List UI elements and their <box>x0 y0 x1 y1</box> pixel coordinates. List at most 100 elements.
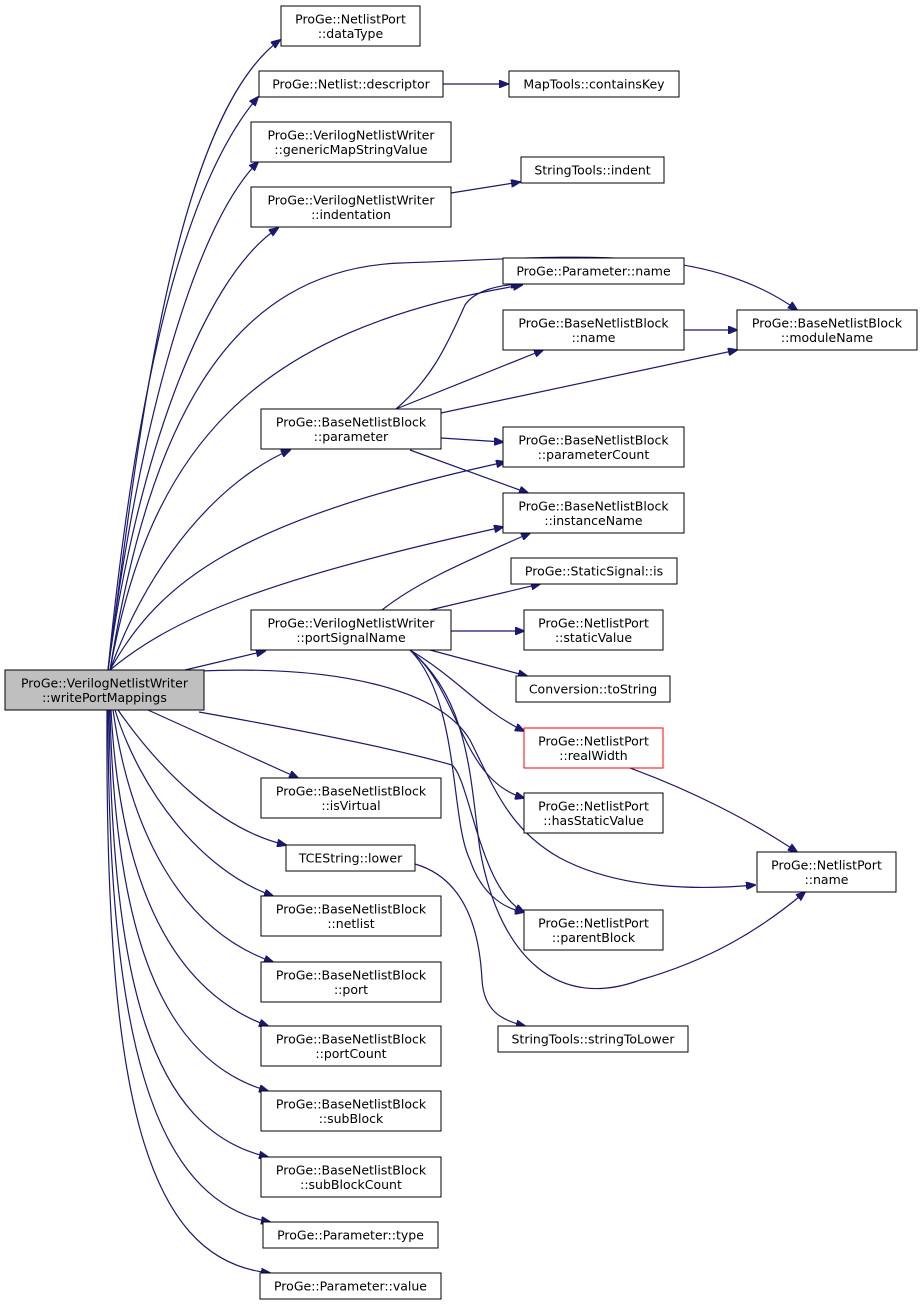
node-box <box>523 727 664 769</box>
node-portSignalName[interactable]: ProGe::VerilogNetlistWriter::portSignalN… <box>250 609 452 651</box>
node-instanceName[interactable]: ProGe::BaseNetlistBlock::instanceName <box>502 492 685 534</box>
edge-writePortMappings-to-instanceName <box>109 527 503 671</box>
node-label-line: ::genericMapStringValue <box>274 142 427 157</box>
edge-writePortMappings-to-descriptor <box>107 97 258 671</box>
node-label-line: ProGe::StaticSignal::is <box>525 564 663 579</box>
node-label-line: ::name <box>572 330 616 345</box>
node-label-line: ProGe::VerilogNetlistWriter <box>21 675 189 690</box>
edge-portSignalName-to-portName <box>409 649 805 990</box>
node-label-line: ::name <box>805 872 849 887</box>
node-box <box>260 1025 442 1067</box>
node-box <box>260 895 442 937</box>
edge-writePortMappings-to-subBlock <box>109 709 268 1091</box>
node-label-line: ::isVirtual <box>321 798 380 813</box>
node-genericMapStringValue[interactable]: ProGe::VerilogNetlistWriter::genericMapS… <box>250 121 452 163</box>
node-staticIs[interactable]: ProGe::StaticSignal::is <box>510 557 678 585</box>
node-netlist[interactable]: ProGe::BaseNetlistBlock::netlist <box>260 895 442 937</box>
edge-writePortMappings-to-paramType <box>107 709 270 1222</box>
node-box <box>259 1272 442 1300</box>
node-paramValue[interactable]: ProGe::Parameter::value <box>259 1272 442 1300</box>
node-label-line: ::hasStaticValue <box>543 813 644 828</box>
node-label-line: ProGe::VerilogNetlistWriter <box>267 127 435 142</box>
edge-writePortMappings-to-moduleName <box>109 256 797 671</box>
node-label-line: ProGe::NetlistPort <box>538 615 649 630</box>
node-subBlockCount[interactable]: ProGe::BaseNetlistBlock::subBlockCount <box>260 1156 442 1198</box>
node-indentation[interactable]: ProGe::VerilogNetlistWriter::indentation <box>250 186 452 228</box>
node-box <box>258 70 444 98</box>
node-portName[interactable]: ProGe::NetlistPort::name <box>756 851 897 893</box>
node-box <box>497 1025 689 1053</box>
node-moduleName[interactable]: ProGe::BaseNetlistBlock::moduleName <box>736 309 918 351</box>
edge-writePortMappings-to-isVirtual <box>147 709 298 778</box>
node-box <box>510 557 678 585</box>
node-box <box>280 5 421 47</box>
node-label-line: ProGe::BaseNetlistBlock <box>276 1096 427 1111</box>
node-label-line: ::parameter <box>314 429 389 444</box>
node-label-line: ::staticValue <box>555 630 632 645</box>
edge-writePortMappings-to-portName <box>198 669 755 887</box>
node-indent[interactable]: StringTools::indent <box>520 156 665 184</box>
node-writePortMappings[interactable]: ProGe::VerilogNetlistWriter::writePortMa… <box>4 669 205 711</box>
node-label-line: ProGe::BaseNetlistBlock <box>276 1162 427 1177</box>
node-box <box>250 121 452 163</box>
node-box <box>260 777 442 819</box>
node-label-line: ProGe::BaseNetlistBlock <box>518 432 669 447</box>
node-label-line: ProGe::NetlistPort <box>538 798 649 813</box>
edge-portSignalName-to-instanceName <box>381 533 530 611</box>
node-paramType[interactable]: ProGe::Parameter::type <box>262 1221 439 1249</box>
node-box <box>756 851 897 893</box>
node-toString[interactable]: Conversion::toString <box>515 675 671 703</box>
edge-parameter-to-parameterCount <box>440 437 503 442</box>
edge-writePortMappings-to-parentBlock <box>198 711 524 912</box>
node-box <box>523 609 664 651</box>
node-box <box>260 408 442 450</box>
edge-writePortMappings-to-portCount <box>110 709 268 1026</box>
node-staticValue[interactable]: ProGe::NetlistPort::staticValue <box>523 609 664 651</box>
edge-writePortMappings-to-port <box>112 709 273 962</box>
node-box <box>262 1221 439 1249</box>
edge-writePortMappings-to-paramValue <box>106 709 270 1273</box>
node-box <box>260 961 442 1003</box>
node-box <box>260 1156 442 1198</box>
node-parameterCount[interactable]: ProGe::BaseNetlistBlock::parameterCount <box>502 426 685 468</box>
edge-realWidth-to-portName <box>629 767 797 852</box>
edge-parameter-to-bnbName <box>395 350 543 410</box>
node-descriptor[interactable]: ProGe::Netlist::descriptor <box>258 70 444 98</box>
edge-writePortMappings-to-portSignalName <box>184 651 265 671</box>
node-box <box>523 792 664 834</box>
node-label-line: ProGe::NetlistPort <box>538 733 649 748</box>
node-dataType[interactable]: ProGe::NetlistPort::dataType <box>280 5 421 47</box>
node-lower[interactable]: TCEString::lower <box>285 844 416 872</box>
node-label-line: ::subBlockCount <box>300 1177 402 1192</box>
node-label-line: ::portSignalName <box>296 630 406 645</box>
node-label-line: ProGe::BaseNetlistBlock <box>276 967 427 982</box>
node-port[interactable]: ProGe::BaseNetlistBlock::port <box>260 961 442 1003</box>
node-containsKey[interactable]: MapTools::containsKey <box>508 70 680 98</box>
edge-writePortMappings-to-indentation <box>107 228 278 671</box>
node-paramName[interactable]: ProGe::Parameter::name <box>502 257 685 285</box>
node-subBlock[interactable]: ProGe::BaseNetlistBlock::subBlock <box>260 1090 442 1132</box>
node-box <box>515 675 671 703</box>
node-hasStaticValue[interactable]: ProGe::NetlistPort::hasStaticValue <box>523 792 664 834</box>
edge-writePortMappings-to-netlist <box>114 709 273 896</box>
node-label-line: ProGe::BaseNetlistBlock <box>276 1031 427 1046</box>
node-label-line: ::port <box>334 982 368 997</box>
edge-writePortMappings-to-lower <box>117 709 286 845</box>
edge-portSignalName-to-toString <box>429 649 527 676</box>
edge-writePortMappings-to-paramName <box>109 285 522 671</box>
node-label-line: ProGe::BaseNetlistBlock <box>518 315 669 330</box>
node-isVirtual[interactable]: ProGe::BaseNetlistBlock::isVirtual <box>260 777 442 819</box>
node-label-line: ProGe::Parameter::name <box>516 264 671 279</box>
node-realWidth[interactable]: ProGe::NetlistPort::realWidth <box>523 727 664 769</box>
node-label-line: ProGe::BaseNetlistBlock <box>276 414 427 429</box>
node-parameter[interactable]: ProGe::BaseNetlistBlock::parameter <box>260 408 442 450</box>
node-parentBlock[interactable]: ProGe::NetlistPort::parentBlock <box>523 909 664 951</box>
node-stringToLower[interactable]: StringTools::stringToLower <box>497 1025 689 1053</box>
node-label-line: ProGe::Parameter::type <box>277 1228 424 1243</box>
node-bnbName[interactable]: ProGe::BaseNetlistBlock::name <box>502 309 685 351</box>
node-label-line: MapTools::containsKey <box>523 77 665 92</box>
node-box <box>502 309 685 351</box>
node-portCount[interactable]: ProGe::BaseNetlistBlock::portCount <box>260 1025 442 1067</box>
edge-portSignalName-to-staticIs <box>429 584 540 611</box>
